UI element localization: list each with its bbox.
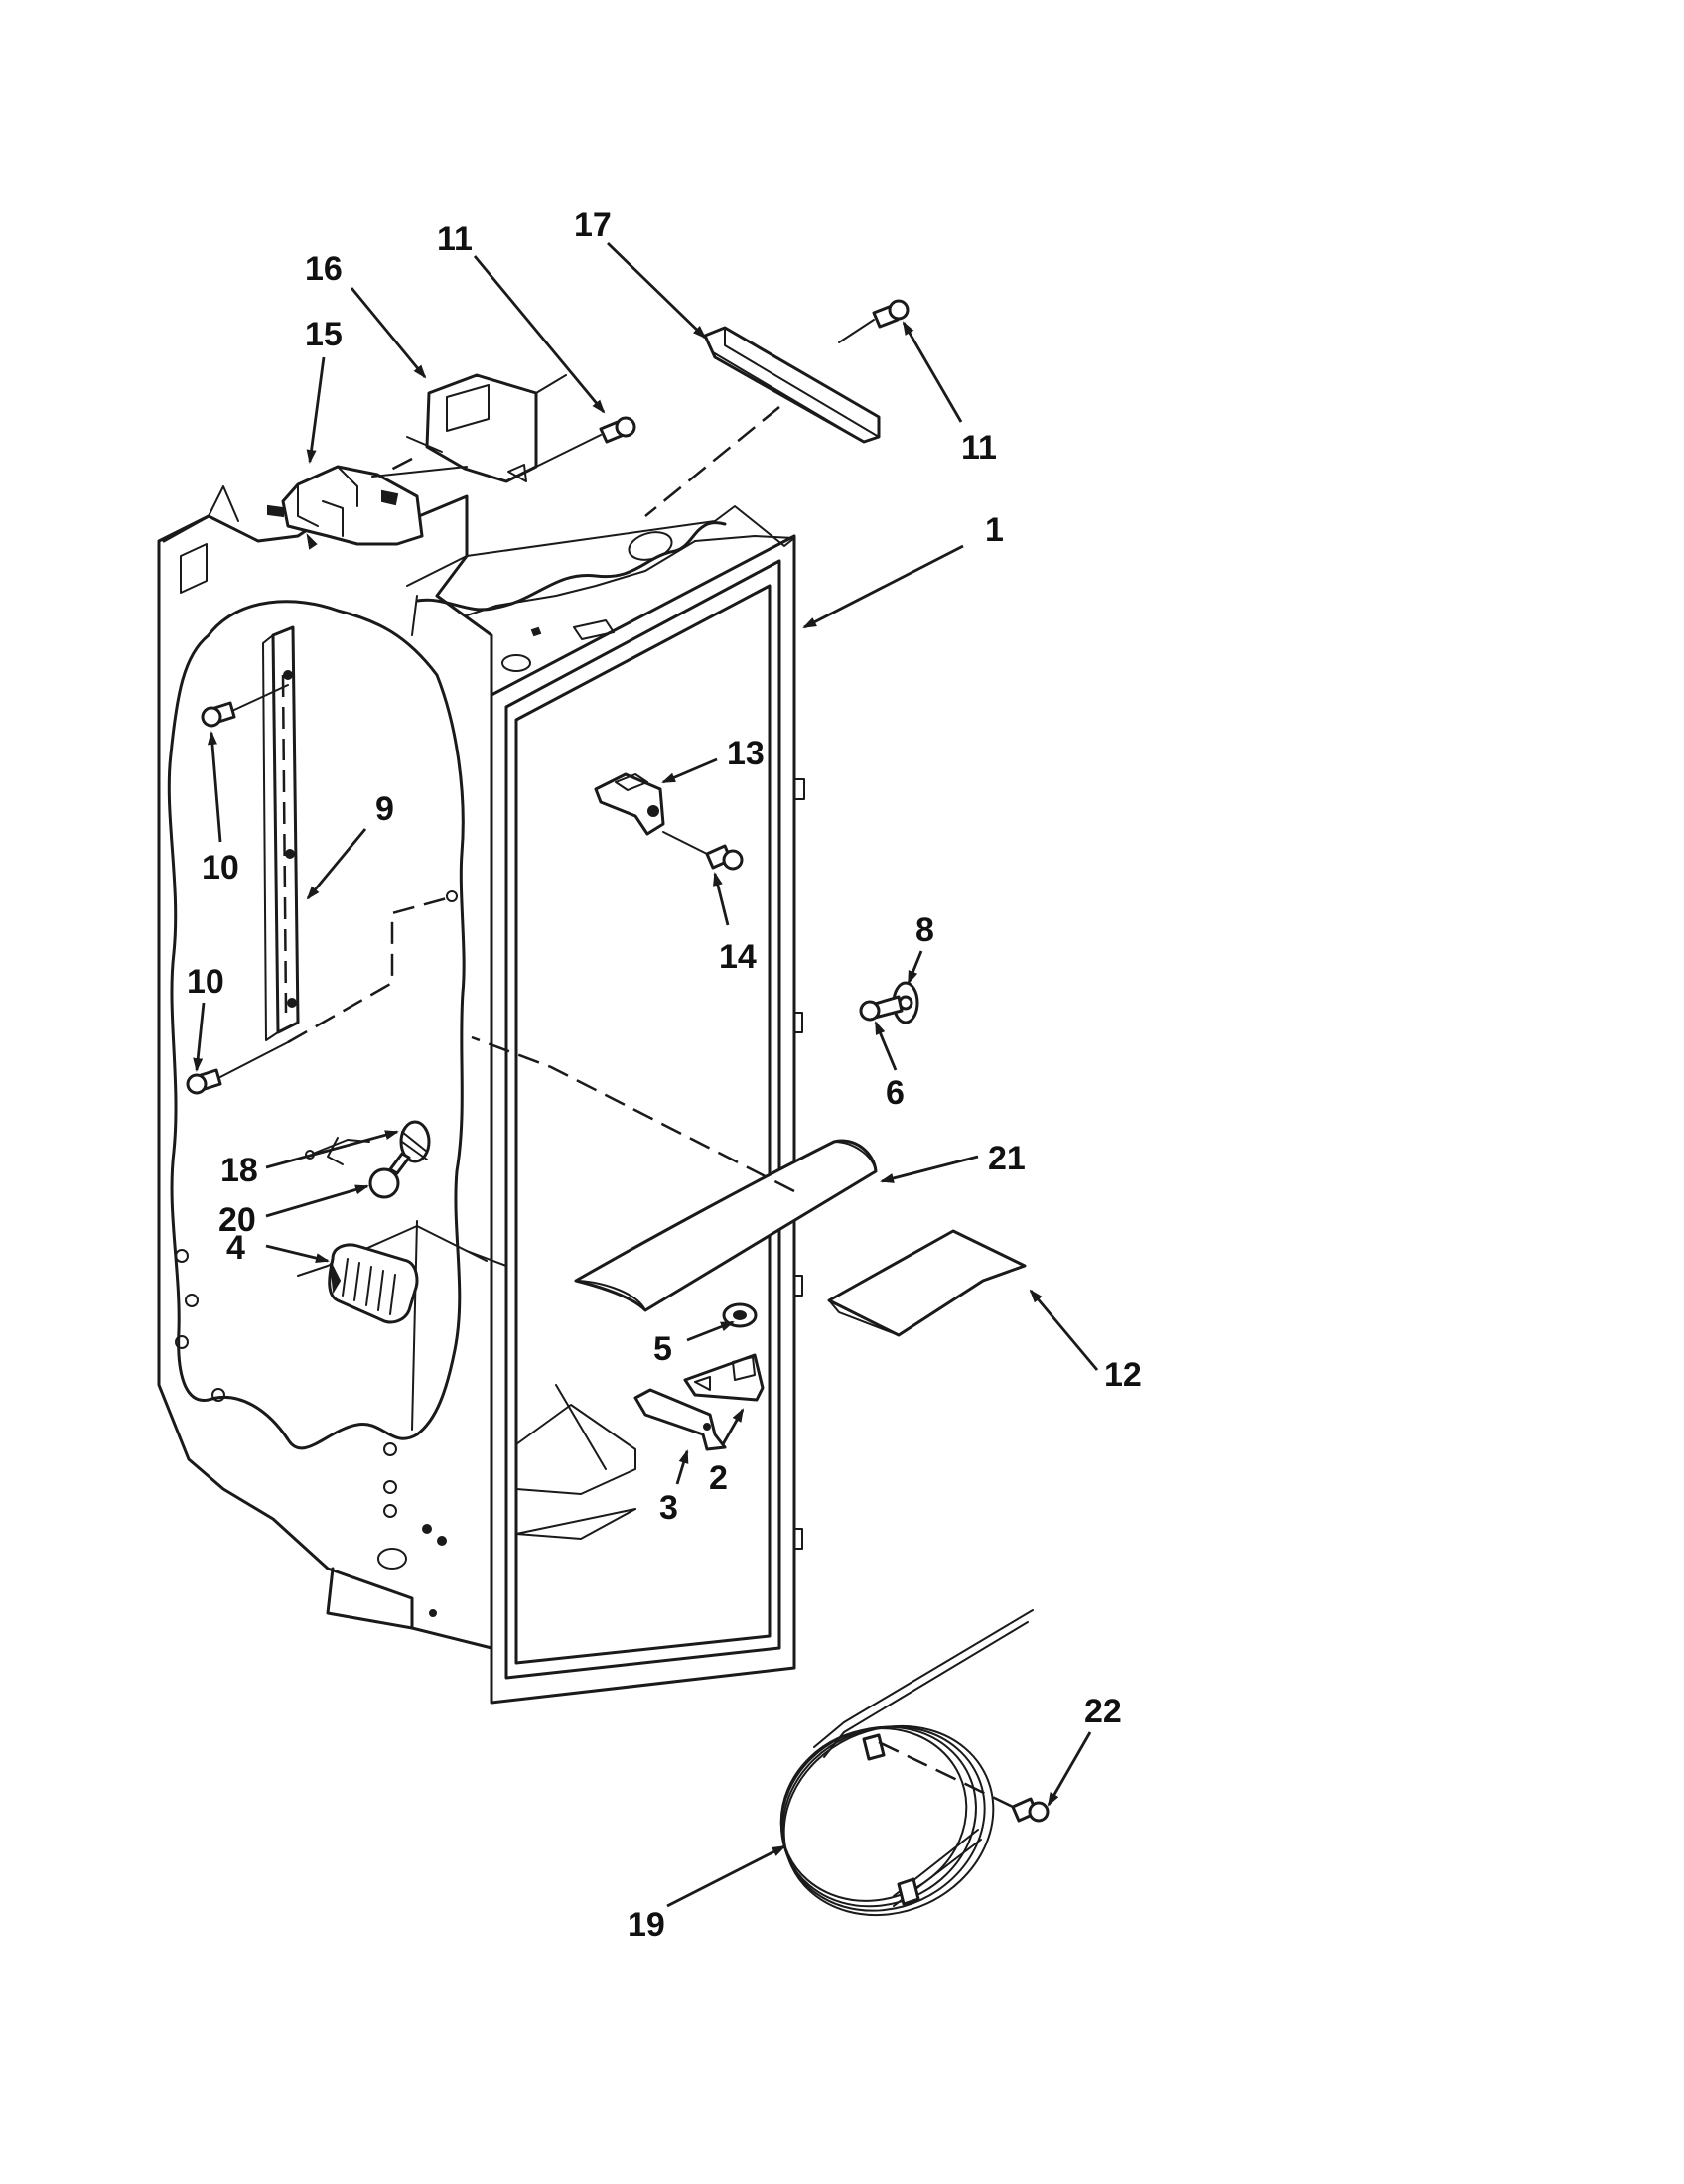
grommet xyxy=(722,1302,758,1328)
callout-11-left: 11 xyxy=(437,220,473,258)
duct-cover xyxy=(471,1035,878,1312)
callout-8: 8 xyxy=(915,911,934,949)
cabinet-liner xyxy=(157,485,805,1705)
callout-3: 3 xyxy=(659,1489,678,1527)
leader-lines xyxy=(193,241,1099,1908)
dash-17-cabinet xyxy=(644,406,780,517)
callout-18: 18 xyxy=(220,1152,258,1189)
callout-12: 12 xyxy=(1104,1356,1142,1394)
callout-10-lower: 10 xyxy=(187,963,224,1001)
screw-14 xyxy=(662,831,744,871)
callout-11-right: 11 xyxy=(961,429,997,467)
callout-19: 19 xyxy=(628,1906,665,1944)
callout-20: 20 xyxy=(218,1201,256,1239)
floor-plate xyxy=(827,1229,1027,1337)
callout-4: 4 xyxy=(226,1229,245,1267)
screw-11-left xyxy=(535,416,636,468)
screw-10-lower xyxy=(186,1041,289,1095)
screw-6-washer-8 xyxy=(859,981,919,1024)
callout-2: 2 xyxy=(709,1459,728,1497)
callout-15: 15 xyxy=(305,316,343,353)
bracket-3 xyxy=(633,1388,727,1451)
callout-1: 1 xyxy=(985,511,1004,549)
line-16-15 xyxy=(371,466,468,478)
bracket-2 xyxy=(683,1353,765,1402)
vent-grille xyxy=(328,1243,419,1324)
screw-11-right xyxy=(838,299,910,343)
mounting-bracket xyxy=(594,772,665,836)
callout-14: 14 xyxy=(719,938,757,976)
screw-22 xyxy=(1011,1797,1050,1823)
water-tubing-coil xyxy=(779,1609,1034,1917)
control-bracket xyxy=(406,373,567,483)
callout-13: 13 xyxy=(727,735,765,772)
light-socket xyxy=(305,1120,431,1165)
callout-6: 6 xyxy=(886,1074,905,1112)
callout-labels: 1 2 3 4 5 6 8 9 10 10 11 11 12 13 14 15 … xyxy=(187,206,1142,1944)
light-bulb xyxy=(368,1152,411,1199)
shelf-rail xyxy=(262,625,300,1041)
callout-21: 21 xyxy=(988,1140,1026,1177)
callout-17: 17 xyxy=(574,206,612,244)
dash-16-15 xyxy=(386,457,413,474)
callout-5: 5 xyxy=(653,1330,672,1368)
top-channel xyxy=(703,326,881,444)
screw-10-upper xyxy=(201,684,289,728)
callout-22: 22 xyxy=(1084,1693,1122,1730)
callout-16: 16 xyxy=(305,250,343,288)
callout-9: 9 xyxy=(375,790,394,828)
callout-10-upper: 10 xyxy=(202,849,239,887)
dash-22-tubing xyxy=(878,1740,1014,1809)
control-housing xyxy=(267,465,424,550)
rail-mount-dash xyxy=(287,896,448,1044)
